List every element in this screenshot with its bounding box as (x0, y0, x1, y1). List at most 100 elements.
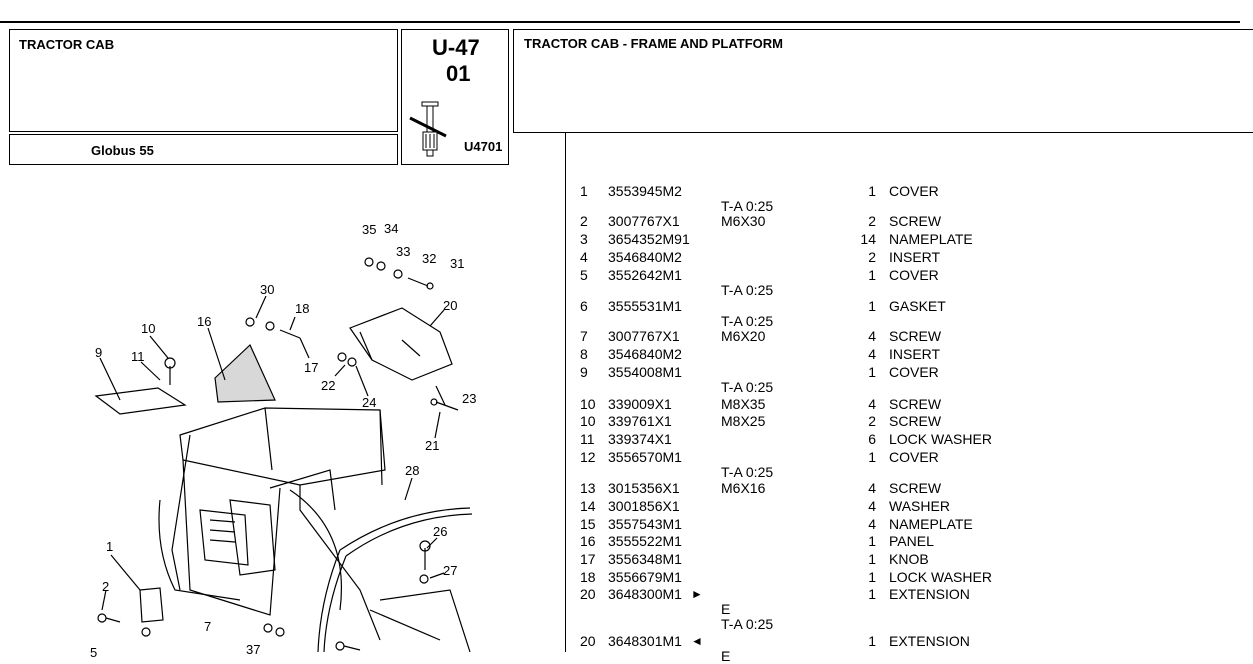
description: WASHER (889, 498, 950, 514)
spec: M8X25 (721, 413, 766, 429)
item-number: 11 (580, 431, 595, 447)
quantity: 4 (868, 328, 876, 344)
callout-32: 32 (422, 251, 436, 266)
description: GASKET (889, 298, 946, 314)
description: COVER (889, 364, 939, 380)
callout-labels: 35 34 33 32 31 30 18 20 10 16 9 11 17 22… (90, 221, 476, 660)
description: PANEL (889, 533, 934, 549)
item-number: 17 (580, 551, 596, 567)
quantity: 1 (868, 569, 876, 585)
description: SCREW (889, 328, 942, 344)
group-title-box: TRACTOR CAB (9, 29, 398, 132)
spec-note: E (721, 601, 731, 617)
callout-26: 26 (433, 524, 447, 539)
quantity: 14 (860, 231, 876, 247)
item-number: 16 (580, 533, 596, 549)
callout-35: 35 (362, 222, 376, 237)
tool-icon (409, 101, 447, 157)
part-number: 339374X1 (608, 431, 672, 447)
quantity: 2 (868, 249, 876, 265)
model-box: Globus 55 (9, 134, 398, 165)
quantity: 4 (868, 480, 876, 496)
quantity: 4 (868, 396, 876, 412)
side-marker: ► (691, 587, 703, 601)
spec-note: T-A 0:25 (721, 313, 774, 329)
quantity: 1 (868, 267, 876, 283)
item-number: 13 (580, 480, 596, 496)
callout-7: 7 (204, 619, 211, 634)
callout-16: 16 (197, 314, 211, 329)
item-number: 8 (580, 346, 588, 362)
part-number: 3556679M1 (608, 569, 682, 585)
description: LOCK WASHER (889, 431, 992, 447)
part-number: 3556348M1 (608, 551, 682, 567)
quantity: 1 (868, 298, 876, 314)
item-number: 7 (580, 328, 588, 344)
part-number: 3546840M2 (608, 346, 682, 362)
part-number: 3554008M1 (608, 364, 682, 380)
part-number: 3557543M1 (608, 516, 682, 532)
spec: M8X35 (721, 396, 766, 412)
quantity: 1 (868, 551, 876, 567)
spec-note: E (721, 648, 731, 664)
callout-20: 20 (443, 298, 457, 313)
callout-22: 22 (321, 378, 335, 393)
description: COVER (889, 183, 939, 199)
spec: M6X20 (721, 328, 766, 344)
description: NAMEPLATE (889, 516, 973, 532)
spec: M6X30 (721, 213, 766, 229)
item-number: 5 (580, 267, 588, 283)
item-number: 18 (580, 569, 596, 585)
item-number: 6 (580, 298, 588, 314)
part-number: 339761X1 (608, 413, 672, 429)
description: SCREW (889, 480, 942, 496)
section-title-box: TRACTOR CAB - FRAME AND PLATFORM (513, 29, 1253, 133)
side-marker: ◄ (691, 634, 703, 648)
callout-33: 33 (396, 244, 410, 259)
description: INSERT (889, 249, 941, 265)
spec: M6X16 (721, 480, 766, 496)
callout-31: 31 (450, 256, 464, 271)
callout-5: 5 (90, 645, 97, 660)
description: EXTENSION (889, 586, 970, 602)
item-number: 1 (580, 183, 588, 199)
callout-21: 21 (425, 438, 439, 453)
part-number: 3007767X1 (608, 328, 680, 344)
part-number: 3546840M2 (608, 249, 682, 265)
description: SCREW (889, 396, 942, 412)
column-divider (565, 133, 566, 652)
item-number: 4 (580, 249, 588, 265)
item-number: 10 (580, 396, 596, 412)
item-number: 9 (580, 364, 588, 380)
item-number: 14 (580, 498, 596, 514)
quantity: 1 (868, 449, 876, 465)
description: COVER (889, 449, 939, 465)
quantity: 2 (868, 213, 876, 229)
description: COVER (889, 267, 939, 283)
description: SCREW (889, 213, 942, 229)
part-number: 3556570M1 (608, 449, 682, 465)
illustration-ref: U4701 (464, 139, 503, 154)
description: NAMEPLATE (889, 231, 973, 247)
item-number: 2 (580, 213, 588, 229)
callout-17: 17 (304, 360, 318, 375)
quantity: 1 (868, 586, 876, 602)
spec-note: T-A 0:25 (721, 282, 774, 298)
quantity: 1 (868, 633, 876, 649)
callout-24: 24 (362, 395, 376, 410)
callout-37: 37 (246, 642, 260, 657)
item-number: 20 (580, 633, 596, 649)
callout-10: 10 (141, 321, 155, 336)
page-code: U-47 (432, 35, 480, 60)
quantity: 1 (868, 533, 876, 549)
top-rule (0, 21, 1240, 23)
part-number: 3648301M1 (608, 633, 682, 649)
quantity: 4 (868, 498, 876, 514)
quantity: 4 (868, 516, 876, 532)
callout-11: 11 (131, 349, 145, 364)
quantity: 2 (868, 413, 876, 429)
quantity: 1 (868, 183, 876, 199)
part-number: 3654352M91 (608, 231, 690, 247)
description: EXTENSION (889, 633, 970, 649)
callout-28: 28 (405, 463, 419, 478)
